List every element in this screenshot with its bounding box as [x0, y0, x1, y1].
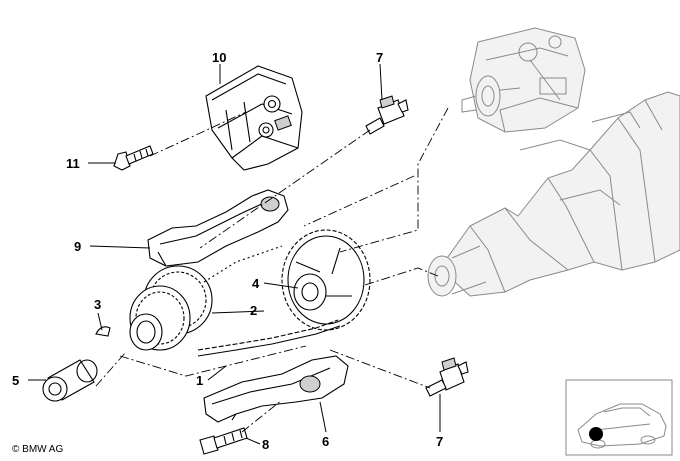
copyright-text: © BMW AG	[12, 444, 64, 455]
callout-1: 1	[196, 373, 203, 388]
assembly-lines	[95, 107, 449, 433]
part-8-bolt	[199, 427, 248, 455]
engine-location-marker	[589, 427, 603, 441]
part-3-key	[95, 326, 111, 337]
part-1-chain	[197, 245, 341, 357]
part-5-sleeve	[42, 359, 98, 402]
part-6-tensioner-rail	[203, 355, 349, 423]
part-7-stud-bottom	[425, 357, 469, 397]
part-11-bolt	[113, 145, 154, 171]
callout-8: 8	[262, 437, 269, 452]
callout-5: 5	[12, 373, 19, 388]
part-10-housing	[205, 65, 303, 171]
callout-7-bottom: 7	[436, 434, 443, 449]
callout-labels: 10 7 11 9 4 2 3 5 1 6 7 8	[12, 50, 443, 452]
callout-2: 2	[250, 303, 257, 318]
callout-6: 6	[322, 434, 329, 449]
vehicle-locator-inset	[565, 379, 673, 456]
part-2-crank-sprocket	[129, 265, 213, 351]
callout-4: 4	[252, 276, 260, 291]
crankshaft-ghost	[427, 91, 680, 297]
injection-pump-ghost	[461, 27, 586, 133]
part-9-chain-guide	[147, 189, 289, 267]
callout-7-top: 7	[376, 50, 383, 65]
callout-9: 9	[74, 239, 81, 254]
part-7-stud-top	[365, 95, 409, 135]
callout-11: 11	[66, 156, 80, 171]
callout-3: 3	[94, 297, 101, 312]
callout-10: 10	[212, 50, 226, 65]
leader-lines	[28, 63, 441, 445]
part-4-cam-sprocket	[281, 229, 371, 331]
